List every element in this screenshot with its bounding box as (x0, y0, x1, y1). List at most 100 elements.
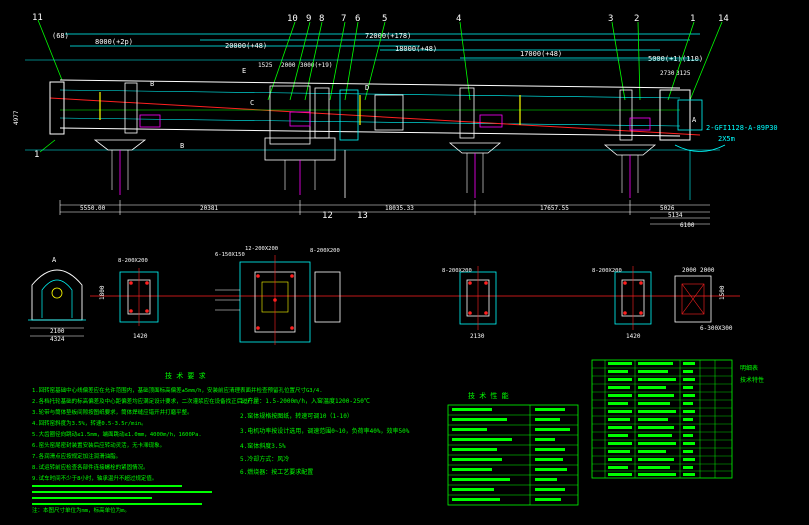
dim-1500: 1500 (719, 285, 726, 300)
section-mark-e: E (242, 67, 246, 75)
anchor-label-1: 8-200X200 (118, 258, 148, 264)
performance-table: 技 术 性 能 (447, 391, 579, 506)
dim-20381: 20381 (200, 205, 218, 212)
dim-5550: 5550.00 (80, 205, 106, 212)
piers (93, 137, 726, 200)
perf-table-title: 技 术 性 能 (468, 391, 509, 400)
note-right-1: 2-GFI1128-A-89P30 (706, 124, 778, 132)
text-blocks (32, 485, 212, 505)
elevation-view: (68) 8000(+2p) 20000(+48) 72000(+178) 18… (13, 13, 778, 229)
perf-table-rows (448, 414, 578, 496)
dim-2730: 2730 (660, 70, 675, 77)
dim-5000: 5000(+1) (648, 55, 682, 63)
note-mid-4: 4.窑体斜度3.5% (240, 442, 286, 450)
note-line-6: 6.窑头窑尾密封装置安装后应转动灵活，无卡滞现象。 (32, 441, 165, 449)
anchor-label-4: 8-200X200 (310, 248, 340, 254)
note-line-4: 4.回转窑斜度为3.5%，转速0.5-3.5r/min。 (32, 419, 147, 427)
dim-1525: 1525 (258, 62, 273, 69)
note-line-1: 1.回转窑基础中心线偏差应在允许范围内，基础顶面标高偏差±5mm/h，安装前应清… (32, 386, 323, 394)
dim-18000: 18000(+48) (395, 45, 437, 53)
foundation-plan-1: 8-200X200 1420 1800 (99, 258, 159, 340)
perf-table-cells (452, 408, 570, 501)
dim-8000: 8000(+2p) (95, 38, 133, 46)
dim-3000: 3000(+19) (300, 62, 333, 69)
parts-table-label: 明细表 (740, 364, 758, 372)
dim-3125: 3125 (676, 70, 691, 77)
dim-5026: 5026 (660, 205, 675, 212)
parts-list-rows (592, 367, 732, 472)
dim-5134: 5134 (668, 212, 683, 219)
section-a-view: A 2100 4324 (28, 256, 86, 343)
dim-1420-b: 1420 (626, 333, 641, 340)
note-line-7: 7.各润滑点应按规定加注润滑油脂。 (32, 452, 121, 460)
dim-110: (110) (682, 55, 703, 63)
note-line-8: 8.试运转前应检查各部件连接螺栓的紧固情况。 (32, 463, 149, 471)
notes-title: 技 术 要 求 (165, 371, 206, 380)
note-line-9: 9.试车时间不少于8小时，轴承温升不超过规定值。 (32, 474, 157, 482)
callout-10: 10 (287, 14, 298, 24)
callout-11: 11 (32, 13, 43, 23)
anchor-label-3: 6-150X150 (215, 252, 245, 258)
dim-2100: 2100 (50, 328, 65, 335)
anchor-label-6: 8-200X200 (592, 268, 622, 274)
kiln-shell (25, 59, 720, 151)
note-mid-2: 2.窑体规格按图纸，转速可调10（1-10） (240, 412, 353, 420)
callout-3: 3 (608, 14, 613, 24)
callout-8: 8 (319, 14, 324, 24)
section-mark-b1: B (150, 80, 154, 88)
dim-17000: 17000(+48) (520, 50, 562, 58)
note-line-3: 3.轮带与筒体垫板间隙按图纸要求，筒体焊缝应错开并打磨平整。 (32, 408, 193, 416)
callout-5: 5 (382, 14, 387, 24)
section-mark-b2: B (180, 142, 184, 150)
notes-footnote: 注：本图尺寸单位为mm，标高单位为m。 (32, 506, 130, 514)
note-mid-6: 6.燃烧器：按工艺要求配置 (240, 468, 313, 476)
callout-14: 14 (718, 14, 729, 24)
callout-6: 6 (355, 14, 360, 24)
technical-notes: 技 术 要 求 1.回转窑基础中心线偏差应在允许范围内，基础顶面标高偏差±5mm… (32, 371, 410, 514)
dim-6100: 6100 (680, 222, 695, 229)
note-mid-3: 3.电机功率按设计选用，调速范围0~10，负荷率40%，效率50% (240, 427, 410, 435)
foundation-plan-3: 8-200X200 2130 (442, 266, 497, 340)
dim-2000-b: 2000 (700, 267, 715, 274)
dim-1800: 1800 (99, 285, 106, 300)
dim-2130: 2130 (470, 333, 485, 340)
dim-17657: 17657.55 (540, 205, 569, 212)
foundation-plan-5: 2000 2000 6-300X300 1500 (674, 267, 733, 332)
note-line-5: 5.大齿圈径向跳动≤1.5mm，端面跳动≤1.0mm，4000m/h，1600P… (32, 430, 202, 438)
callout-12: 12 (322, 211, 333, 221)
dim-4324: 4324 (50, 336, 65, 343)
note-mid-1: 1.产量：1.5-2000m/h，入窑温度1200-250℃ (240, 397, 370, 405)
section-mark-c: C (250, 99, 254, 107)
dim-1420-a: 1420 (133, 333, 148, 340)
foundation-plan-4: 8-200X200 1420 (592, 266, 652, 340)
callout-9: 9 (306, 14, 311, 24)
anchor-label-7: 6-300X300 (700, 325, 733, 332)
anchor-label-2: 12-200X200 (245, 246, 278, 252)
section-mark-a: A (692, 116, 697, 124)
callout-1-top: 1 (690, 14, 695, 24)
dim-4977: 4977 (13, 110, 20, 125)
dim-20000: 20000(+48) (225, 42, 267, 50)
callout-13: 13 (357, 211, 368, 221)
bottom-dimension-chain: 5550.00 20381 18035.33 17657.55 5026 513… (59, 200, 710, 229)
dim-18035: 18035.33 (385, 205, 414, 212)
anchor-label-5: 8-200X200 (442, 268, 472, 274)
section-mark-d: D (365, 84, 369, 92)
parts-list-cells (608, 362, 695, 476)
callout-4: 4 (456, 14, 461, 24)
section-a-label: A (52, 256, 57, 264)
callout-1-left: 1 (34, 150, 39, 160)
dim-72000: 72000(+178) (365, 32, 411, 40)
foundation-plans: A 2100 4324 8-200X200 1420 1800 (28, 246, 740, 345)
dim-2000: 2000 (281, 62, 296, 69)
tech-table-label: 技术特性 (740, 376, 764, 384)
note-line-2: 2.各档托轮基础的标高偏差及中心距偏差均应满足设计要求，二次灌浆应在设备找正后进… (32, 397, 259, 405)
foundation-plan-2: 12-200X200 6-150X150 8-200X200 (215, 246, 341, 345)
callout-2: 2 (634, 14, 639, 24)
parts-list-table: 明细表 技术特性 (591, 359, 764, 479)
dim-2000-a: 2000 (682, 267, 697, 274)
note-mid-5: 5.冷却方式：风冷 (240, 455, 289, 463)
callout-7: 7 (341, 14, 346, 24)
dim-68: (68) (52, 32, 69, 40)
